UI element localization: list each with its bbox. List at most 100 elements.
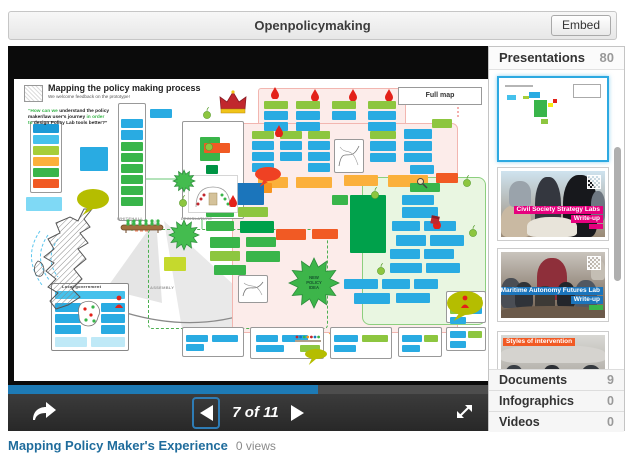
map-node (350, 195, 386, 253)
pear-icon (376, 263, 386, 275)
parliament-icon (188, 175, 238, 213)
map-node (296, 101, 320, 109)
map-node (264, 101, 288, 109)
map-node (121, 164, 143, 173)
map-node (26, 197, 62, 211)
thumbnail-1[interactable] (497, 76, 609, 162)
map-node (370, 153, 396, 162)
map-node (308, 152, 330, 161)
map-node (121, 142, 143, 151)
map-node (332, 101, 356, 109)
map-node (121, 153, 143, 162)
player-control-bar: 7 of 11 (8, 385, 488, 431)
bubble-olive-icon (76, 187, 110, 215)
embed-button[interactable]: Embed (550, 15, 611, 36)
map-node (55, 303, 81, 312)
magnifier-icon (416, 177, 428, 189)
map-node (238, 207, 268, 217)
photo-figure (509, 181, 531, 207)
mini-node (553, 99, 557, 103)
uk-map-icon (30, 205, 132, 317)
map-region-doodle-2 (238, 275, 268, 303)
map-node (101, 303, 125, 312)
map-node (33, 168, 59, 177)
previous-slide-button[interactable] (192, 396, 221, 429)
share-button[interactable] (30, 400, 57, 428)
map-node (396, 293, 430, 303)
map-node (334, 345, 356, 352)
droplet-icon (274, 125, 284, 138)
map-node (390, 263, 422, 273)
map-node (33, 157, 59, 166)
slide-subtitle: We welcome feedback on the prototype! (48, 94, 130, 99)
map-node (404, 153, 432, 162)
pear-icon (468, 225, 478, 237)
thumbnail-4[interactable]: Styles of intervention (497, 331, 609, 369)
cube-red-icon (428, 213, 442, 227)
photo-figure (581, 365, 601, 369)
map-node (402, 345, 420, 352)
map-node (252, 163, 274, 172)
slide-navigation: 7 of 11 (8, 394, 488, 431)
map-node (368, 122, 396, 131)
map-label: LEGISLATURE (181, 216, 213, 221)
map-node (280, 131, 302, 139)
bench-icon (120, 217, 164, 233)
photo-figure (501, 345, 605, 363)
pear-icon (202, 107, 212, 119)
progress-track[interactable] (8, 385, 488, 394)
map-node (344, 175, 378, 186)
slide-canvas[interactable]: Mapping the policy making process We wel… (14, 79, 488, 381)
crowd-icon (294, 333, 322, 345)
map-node (296, 111, 320, 120)
share-arrow-icon (33, 402, 56, 420)
map-node (390, 249, 420, 259)
quote-part: understand the policy maker/law user's j… (28, 109, 110, 120)
map-node (332, 111, 356, 120)
map-node (368, 101, 396, 109)
quote-part: design Policy Lab tools better?” (33, 121, 108, 126)
droplet-icon (228, 195, 238, 208)
doodle-icon (240, 277, 266, 301)
slide-player: Mapping the policy making process We wel… (8, 46, 488, 385)
map-node (430, 235, 464, 246)
fullscreen-button[interactable] (455, 402, 474, 426)
mini-node (505, 85, 533, 87)
map-label: Local government (62, 284, 102, 289)
map-node (404, 141, 432, 151)
map-node (246, 251, 280, 262)
next-slide-button[interactable] (290, 404, 304, 421)
map-region-bottom-4 (398, 327, 442, 357)
map-node (296, 122, 320, 131)
map-node (236, 183, 264, 205)
mini-node (548, 103, 553, 107)
sidebar-scrollbar[interactable] (614, 147, 621, 281)
map-node (426, 263, 460, 273)
mini-node (534, 100, 547, 117)
map-node (368, 111, 396, 120)
map-node (258, 177, 288, 188)
slide-position: 7 of 11 (232, 404, 279, 421)
map-node (424, 249, 454, 259)
map-node (101, 314, 125, 323)
pear-icon (462, 175, 472, 187)
map-node (332, 195, 348, 205)
fullscreen-icon (457, 405, 472, 418)
banner-text: Civil Society Strategy Labs (513, 206, 603, 214)
map-node (362, 335, 388, 342)
map-node (402, 195, 434, 205)
mini-node (507, 95, 516, 100)
sidebar-section-presentations[interactable]: 80 Presentations (489, 47, 624, 70)
map-node (432, 119, 452, 128)
map-region-bottom-3 (330, 327, 392, 359)
map-node (392, 221, 420, 231)
